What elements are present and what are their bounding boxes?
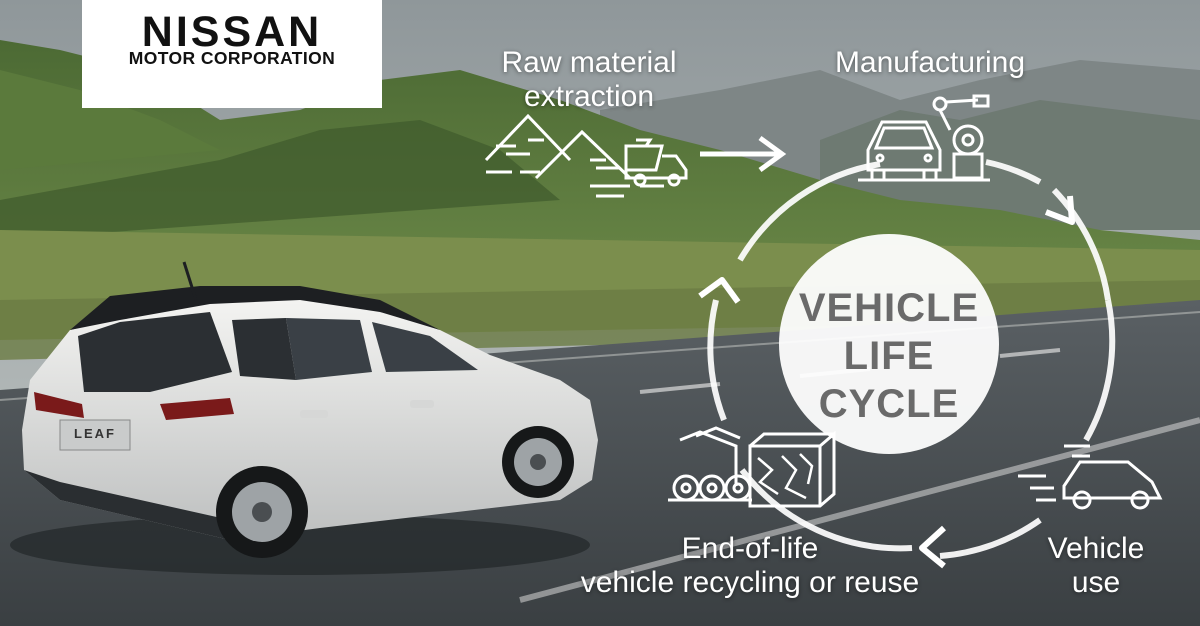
mountain-icon bbox=[484, 113, 664, 198]
dump-truck-icon bbox=[624, 138, 688, 187]
raw-material-label: Raw material extraction bbox=[476, 46, 702, 114]
nissan-leaf-car bbox=[10, 261, 598, 575]
factory-car-icon bbox=[858, 120, 990, 182]
manufacturing-label: Manufacturing bbox=[834, 46, 1026, 79]
logo-subtitle: MOTOR CORPORATION bbox=[128, 48, 336, 68]
center-line3: CYCLE bbox=[818, 382, 960, 426]
raw-material-line1: Raw material bbox=[501, 46, 677, 79]
moving-car-icon bbox=[1018, 444, 1163, 510]
vehicle-use-label: Vehicle use bbox=[1026, 532, 1166, 600]
arrow-icon bbox=[1044, 195, 1075, 225]
arrow-icon bbox=[919, 525, 947, 569]
vehicle-use-line1: Vehicle bbox=[1047, 532, 1145, 565]
robot-arm-icon bbox=[932, 94, 990, 180]
end-of-life-label: End-of-life vehicle recycling or reuse bbox=[540, 532, 960, 600]
arrow-right-icon bbox=[700, 135, 787, 173]
arrow-icon bbox=[698, 277, 741, 304]
raw-material-line2: extraction bbox=[523, 80, 655, 113]
nissan-logo: NISSAN MOTOR CORPORATION bbox=[82, 0, 382, 108]
vehicle-use-line2: use bbox=[1071, 566, 1121, 599]
logo-brand: NISSAN bbox=[141, 8, 323, 56]
center-line1: VEHICLE bbox=[798, 286, 980, 330]
lifecycle-title: VEHICLE LIFE CYCLE bbox=[779, 284, 999, 428]
lifecycle-center: VEHICLE LIFE CYCLE bbox=[779, 234, 999, 454]
lifecycle-ring bbox=[707, 159, 1116, 559]
metal-rolls-icon bbox=[668, 426, 752, 502]
car-badge: LEAF bbox=[74, 426, 116, 441]
center-line2: LIFE bbox=[843, 334, 935, 378]
shredded-material-icon bbox=[748, 430, 836, 508]
end-of-life-line2: vehicle recycling or reuse bbox=[580, 566, 920, 599]
end-of-life-line1: End-of-life bbox=[681, 532, 819, 565]
